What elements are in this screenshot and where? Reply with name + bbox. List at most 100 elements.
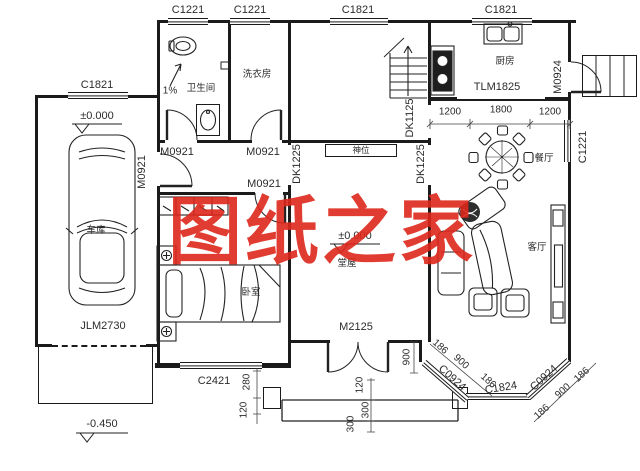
- window-c1821-garage: [68, 92, 128, 99]
- window-label-c1821: C1821: [80, 79, 114, 91]
- window-label-c1821: C1821: [484, 4, 518, 16]
- door-label-m0921: M0921: [246, 146, 280, 158]
- dim-186: 186: [572, 365, 592, 385]
- wall: [157, 192, 255, 195]
- dim-280: 280: [241, 373, 253, 391]
- window-c2421-bedroom: [180, 362, 262, 369]
- window-label-c1221: C1221: [577, 130, 589, 164]
- dim-120: 120: [354, 376, 366, 394]
- dim-300: 300: [345, 415, 357, 433]
- door-label-jlm2730: JLM2730: [80, 320, 126, 332]
- wall: [428, 140, 431, 145]
- wall: [419, 340, 422, 362]
- wall: [288, 340, 330, 343]
- wall: [428, 20, 431, 97]
- door-garage: [159, 153, 193, 188]
- wall: [35, 95, 38, 347]
- toilet: [168, 36, 197, 56]
- wall: [157, 186, 160, 368]
- opening-label-dk1225: DK1225: [415, 144, 427, 184]
- wall: [568, 20, 571, 62]
- door-label-m0921: M0921: [247, 178, 281, 190]
- wall: [197, 140, 228, 143]
- wall: [568, 162, 571, 362]
- wall: [157, 142, 160, 152]
- dim-900: 900: [553, 381, 573, 401]
- stairs: [383, 37, 427, 99]
- dim-900: 900: [451, 352, 471, 372]
- room-label-kitchen: 厨房: [495, 56, 515, 67]
- wall: [35, 344, 52, 347]
- dining-table: [468, 125, 534, 190]
- window-c1221-laundry: [230, 18, 270, 25]
- slope-arrow: [169, 63, 182, 87]
- wall: [282, 140, 288, 143]
- watermark: 图纸之家: [168, 189, 476, 275]
- wall: [208, 20, 230, 23]
- wall: [157, 20, 160, 142]
- room-label-living: 客厅: [527, 242, 547, 253]
- opening-label-dk1125: DK1125: [404, 98, 416, 138]
- wall: [155, 363, 180, 368]
- dim-120: 120: [238, 401, 250, 419]
- room-label-bathroom: 卫生间: [186, 83, 216, 94]
- opening-label-dk1225: DK1225: [291, 144, 303, 184]
- wall: [532, 20, 576, 23]
- door-label-m2125: M2125: [339, 321, 373, 333]
- window-label-c1221: C1221: [233, 4, 267, 16]
- room-label-bedroom: 卧室: [241, 287, 261, 298]
- wall: [288, 140, 428, 143]
- wall: [388, 340, 421, 343]
- wall: [157, 140, 165, 143]
- porch-pillar: [263, 387, 281, 409]
- door-label-m0921: M0921: [136, 155, 148, 189]
- window-c1821-stairhall: [330, 18, 388, 25]
- window-c1821-kitchen: [472, 18, 532, 25]
- wall: [270, 20, 330, 23]
- wall: [428, 101, 431, 105]
- window-label-c2421: C2421: [197, 375, 231, 387]
- wall: [545, 97, 571, 101]
- dim-900: 900: [401, 348, 413, 366]
- window-label-c1221: C1221: [171, 4, 205, 16]
- outdoor-steps-east: [582, 55, 637, 97]
- wall: [146, 344, 160, 347]
- washbasin-niche: [196, 104, 220, 136]
- door-label-tlm1825: TLM1825: [473, 81, 521, 93]
- door-laundry: [250, 109, 283, 141]
- sliding-door-tlm1825: [457, 99, 545, 101]
- wall: [428, 185, 431, 342]
- dim-186: 186: [430, 337, 450, 357]
- tv-cabinet: [550, 204, 566, 324]
- room-label-hall: 堂屋: [337, 258, 357, 269]
- level-label-hall: ±0.000: [338, 230, 372, 242]
- car: [65, 134, 139, 306]
- wall: [228, 20, 231, 142]
- window-c1221-dining: [564, 120, 571, 162]
- shrine-label: 神位: [352, 145, 370, 155]
- door-main-entrance: [326, 341, 390, 373]
- wall: [288, 140, 291, 145]
- wall: [228, 140, 252, 143]
- dim-300: 300: [360, 401, 372, 419]
- level-label-garage: ±0.000: [80, 110, 114, 122]
- level-label-outdoor: -0.450: [86, 418, 118, 430]
- wall: [288, 20, 291, 142]
- room-label-dining: 餐厅: [534, 153, 554, 164]
- wall: [35, 95, 68, 98]
- window-c1221-bathroom: [168, 18, 208, 25]
- wall: [262, 363, 290, 368]
- window-label-c1821: C1821: [341, 4, 375, 16]
- dim-1800: 1800: [489, 104, 513, 116]
- dim-186: 186: [532, 402, 552, 422]
- wall: [128, 95, 160, 98]
- driveway-apron: [38, 347, 153, 404]
- door-bathroom: [165, 109, 198, 141]
- door-label-m0924: M0924: [552, 60, 564, 94]
- dim-1200: 1200: [438, 106, 462, 118]
- wall: [568, 92, 571, 120]
- wall: [288, 185, 291, 368]
- room-label-garage: 车库: [86, 225, 106, 236]
- wall: [428, 97, 457, 101]
